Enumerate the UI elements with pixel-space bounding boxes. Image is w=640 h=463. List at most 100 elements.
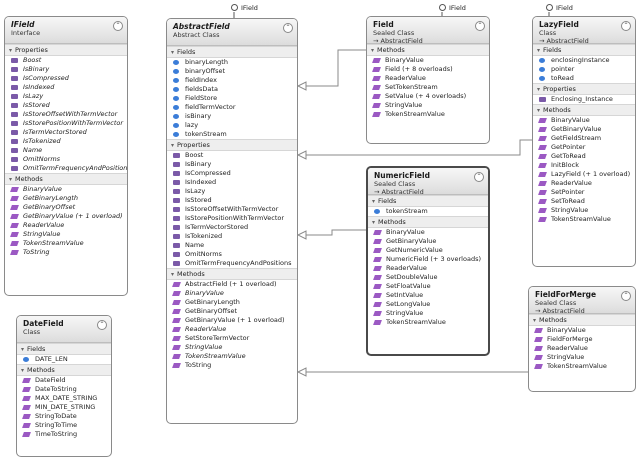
member-row[interactable]: OmitNorms <box>167 250 297 259</box>
member-row[interactable]: binaryLength <box>167 58 297 67</box>
member-row[interactable]: StringValue <box>368 309 488 318</box>
member-row[interactable]: BinaryValue <box>167 289 297 298</box>
member-row[interactable]: SetValue (+ 4 overloads) <box>367 92 489 101</box>
member-row[interactable]: GetToRead <box>533 152 635 161</box>
section-header[interactable]: ▾Methods <box>167 268 297 280</box>
member-row[interactable]: IsStored <box>5 101 127 110</box>
member-row[interactable]: IsTermVectorStored <box>5 128 127 137</box>
member-row[interactable]: Enclosing_Instance <box>533 95 635 104</box>
member-row[interactable]: tokenStream <box>167 130 297 139</box>
member-row[interactable]: enclosingInstance <box>533 56 635 65</box>
section-header[interactable]: ▾Properties <box>167 139 297 151</box>
member-row[interactable]: TokenStreamValue <box>529 362 635 371</box>
member-row[interactable]: TokenStreamValue <box>367 110 489 119</box>
chevron-down-icon[interactable]: ▾ <box>21 367 25 374</box>
member-row[interactable]: SetPointer <box>533 188 635 197</box>
member-row[interactable]: SetDoubleValue <box>368 273 488 282</box>
member-row[interactable]: StringValue <box>529 353 635 362</box>
member-row[interactable]: ReaderValue <box>167 325 297 334</box>
chevron-down-icon[interactable]: ▾ <box>171 271 175 278</box>
section-header[interactable]: ▾Methods <box>17 364 111 376</box>
member-row[interactable]: ToString <box>5 248 127 257</box>
member-row[interactable]: GetBinaryOffset <box>5 203 127 212</box>
member-row[interactable]: OmitTermFrequencyAndPositions <box>167 259 297 268</box>
member-row[interactable]: SetLongValue <box>368 300 488 309</box>
member-row[interactable]: GetBinaryValue (+ 1 overload) <box>5 212 127 221</box>
member-row[interactable]: IsCompressed <box>5 74 127 83</box>
member-row[interactable]: fieldTermVector <box>167 103 297 112</box>
member-row[interactable]: IsStoreOffsetWithTermVector <box>5 110 127 119</box>
chevron-down-icon[interactable]: ▾ <box>372 219 376 226</box>
member-row[interactable]: Field (+ 8 overloads) <box>367 65 489 74</box>
chevron-down-icon[interactable]: ▾ <box>533 317 537 324</box>
member-row[interactable]: GetPointer <box>533 143 635 152</box>
member-row[interactable]: Name <box>5 146 127 155</box>
section-header[interactable]: ▾Methods <box>529 314 635 326</box>
member-row[interactable]: IsStored <box>167 196 297 205</box>
collapse-toggle-icon[interactable]: ⌃ <box>97 320 107 330</box>
member-row[interactable]: FieldForMerge <box>529 335 635 344</box>
section-header[interactable]: ▾Methods <box>5 173 127 185</box>
member-row[interactable]: BinaryValue <box>5 185 127 194</box>
member-row[interactable]: IsIndexed <box>167 178 297 187</box>
member-row[interactable]: toRead <box>533 74 635 83</box>
section-header[interactable]: ▾Fields <box>167 46 297 58</box>
collapse-toggle-icon[interactable]: ⌃ <box>475 21 485 31</box>
member-row[interactable]: SetFloatValue <box>368 282 488 291</box>
member-row[interactable]: SetTokenStream <box>367 83 489 92</box>
chevron-down-icon[interactable]: ▾ <box>537 107 541 114</box>
member-row[interactable]: OmitTermFrequencyAndPositions <box>5 164 127 173</box>
member-row[interactable]: IsStorePositionWithTermVector <box>167 214 297 223</box>
member-row[interactable]: BinaryValue <box>529 326 635 335</box>
member-row[interactable]: isBinary <box>167 112 297 121</box>
member-row[interactable]: SetToRead <box>533 197 635 206</box>
chevron-down-icon[interactable]: ▾ <box>9 176 13 183</box>
member-row[interactable]: DATE_LEN <box>17 355 111 364</box>
member-row[interactable]: BinaryValue <box>533 116 635 125</box>
member-row[interactable]: StringValue <box>367 101 489 110</box>
member-row[interactable]: SetIntValue <box>368 291 488 300</box>
member-row[interactable]: Name <box>167 241 297 250</box>
member-row[interactable]: IsTokenized <box>167 232 297 241</box>
chevron-down-icon[interactable]: ▾ <box>371 47 375 54</box>
chevron-down-icon[interactable]: ▾ <box>21 346 25 353</box>
member-row[interactable]: IsLazy <box>5 92 127 101</box>
member-row[interactable]: IsStoreOffsetWithTermVector <box>167 205 297 214</box>
member-row[interactable]: IsBinary <box>5 65 127 74</box>
member-row[interactable]: BinaryValue <box>367 56 489 65</box>
member-row[interactable]: fieldIndex <box>167 76 297 85</box>
chevron-down-icon[interactable]: ▾ <box>9 47 13 54</box>
member-row[interactable]: TimeToString <box>17 430 111 439</box>
section-header[interactable]: ▾Methods <box>368 216 488 228</box>
member-row[interactable]: TokenStreamValue <box>167 352 297 361</box>
member-row[interactable]: GetBinaryLength <box>5 194 127 203</box>
member-row[interactable]: GetBinaryLength <box>167 298 297 307</box>
member-row[interactable]: ToString <box>167 361 297 370</box>
member-row[interactable]: binaryOffset <box>167 67 297 76</box>
member-row[interactable]: IsIndexed <box>5 83 127 92</box>
member-row[interactable]: ReaderValue <box>529 344 635 353</box>
collapse-toggle-icon[interactable]: ⌃ <box>113 21 123 31</box>
section-header[interactable]: ▾Properties <box>5 44 127 56</box>
chevron-down-icon[interactable]: ▾ <box>171 49 175 56</box>
section-header[interactable]: ▾Fields <box>17 343 111 355</box>
member-row[interactable]: IsTermVectorStored <box>167 223 297 232</box>
member-row[interactable]: StringValue <box>5 230 127 239</box>
chevron-down-icon[interactable]: ▾ <box>171 142 175 149</box>
member-row[interactable]: OmitNorms <box>5 155 127 164</box>
section-header[interactable]: ▾Fields <box>533 44 635 56</box>
chevron-down-icon[interactable]: ▾ <box>537 86 541 93</box>
chevron-down-icon[interactable]: ▾ <box>537 47 541 54</box>
member-row[interactable]: TokenStreamValue <box>533 215 635 224</box>
member-row[interactable]: IsCompressed <box>167 169 297 178</box>
member-row[interactable]: DateField <box>17 376 111 385</box>
member-row[interactable]: ReaderValue <box>533 179 635 188</box>
section-header[interactable]: ▾Fields <box>368 195 488 207</box>
member-row[interactable]: GetFieldStream <box>533 134 635 143</box>
member-row[interactable]: IsStorePositionWithTermVector <box>5 119 127 128</box>
member-row[interactable]: TokenStreamValue <box>5 239 127 248</box>
member-row[interactable]: StringValue <box>167 343 297 352</box>
